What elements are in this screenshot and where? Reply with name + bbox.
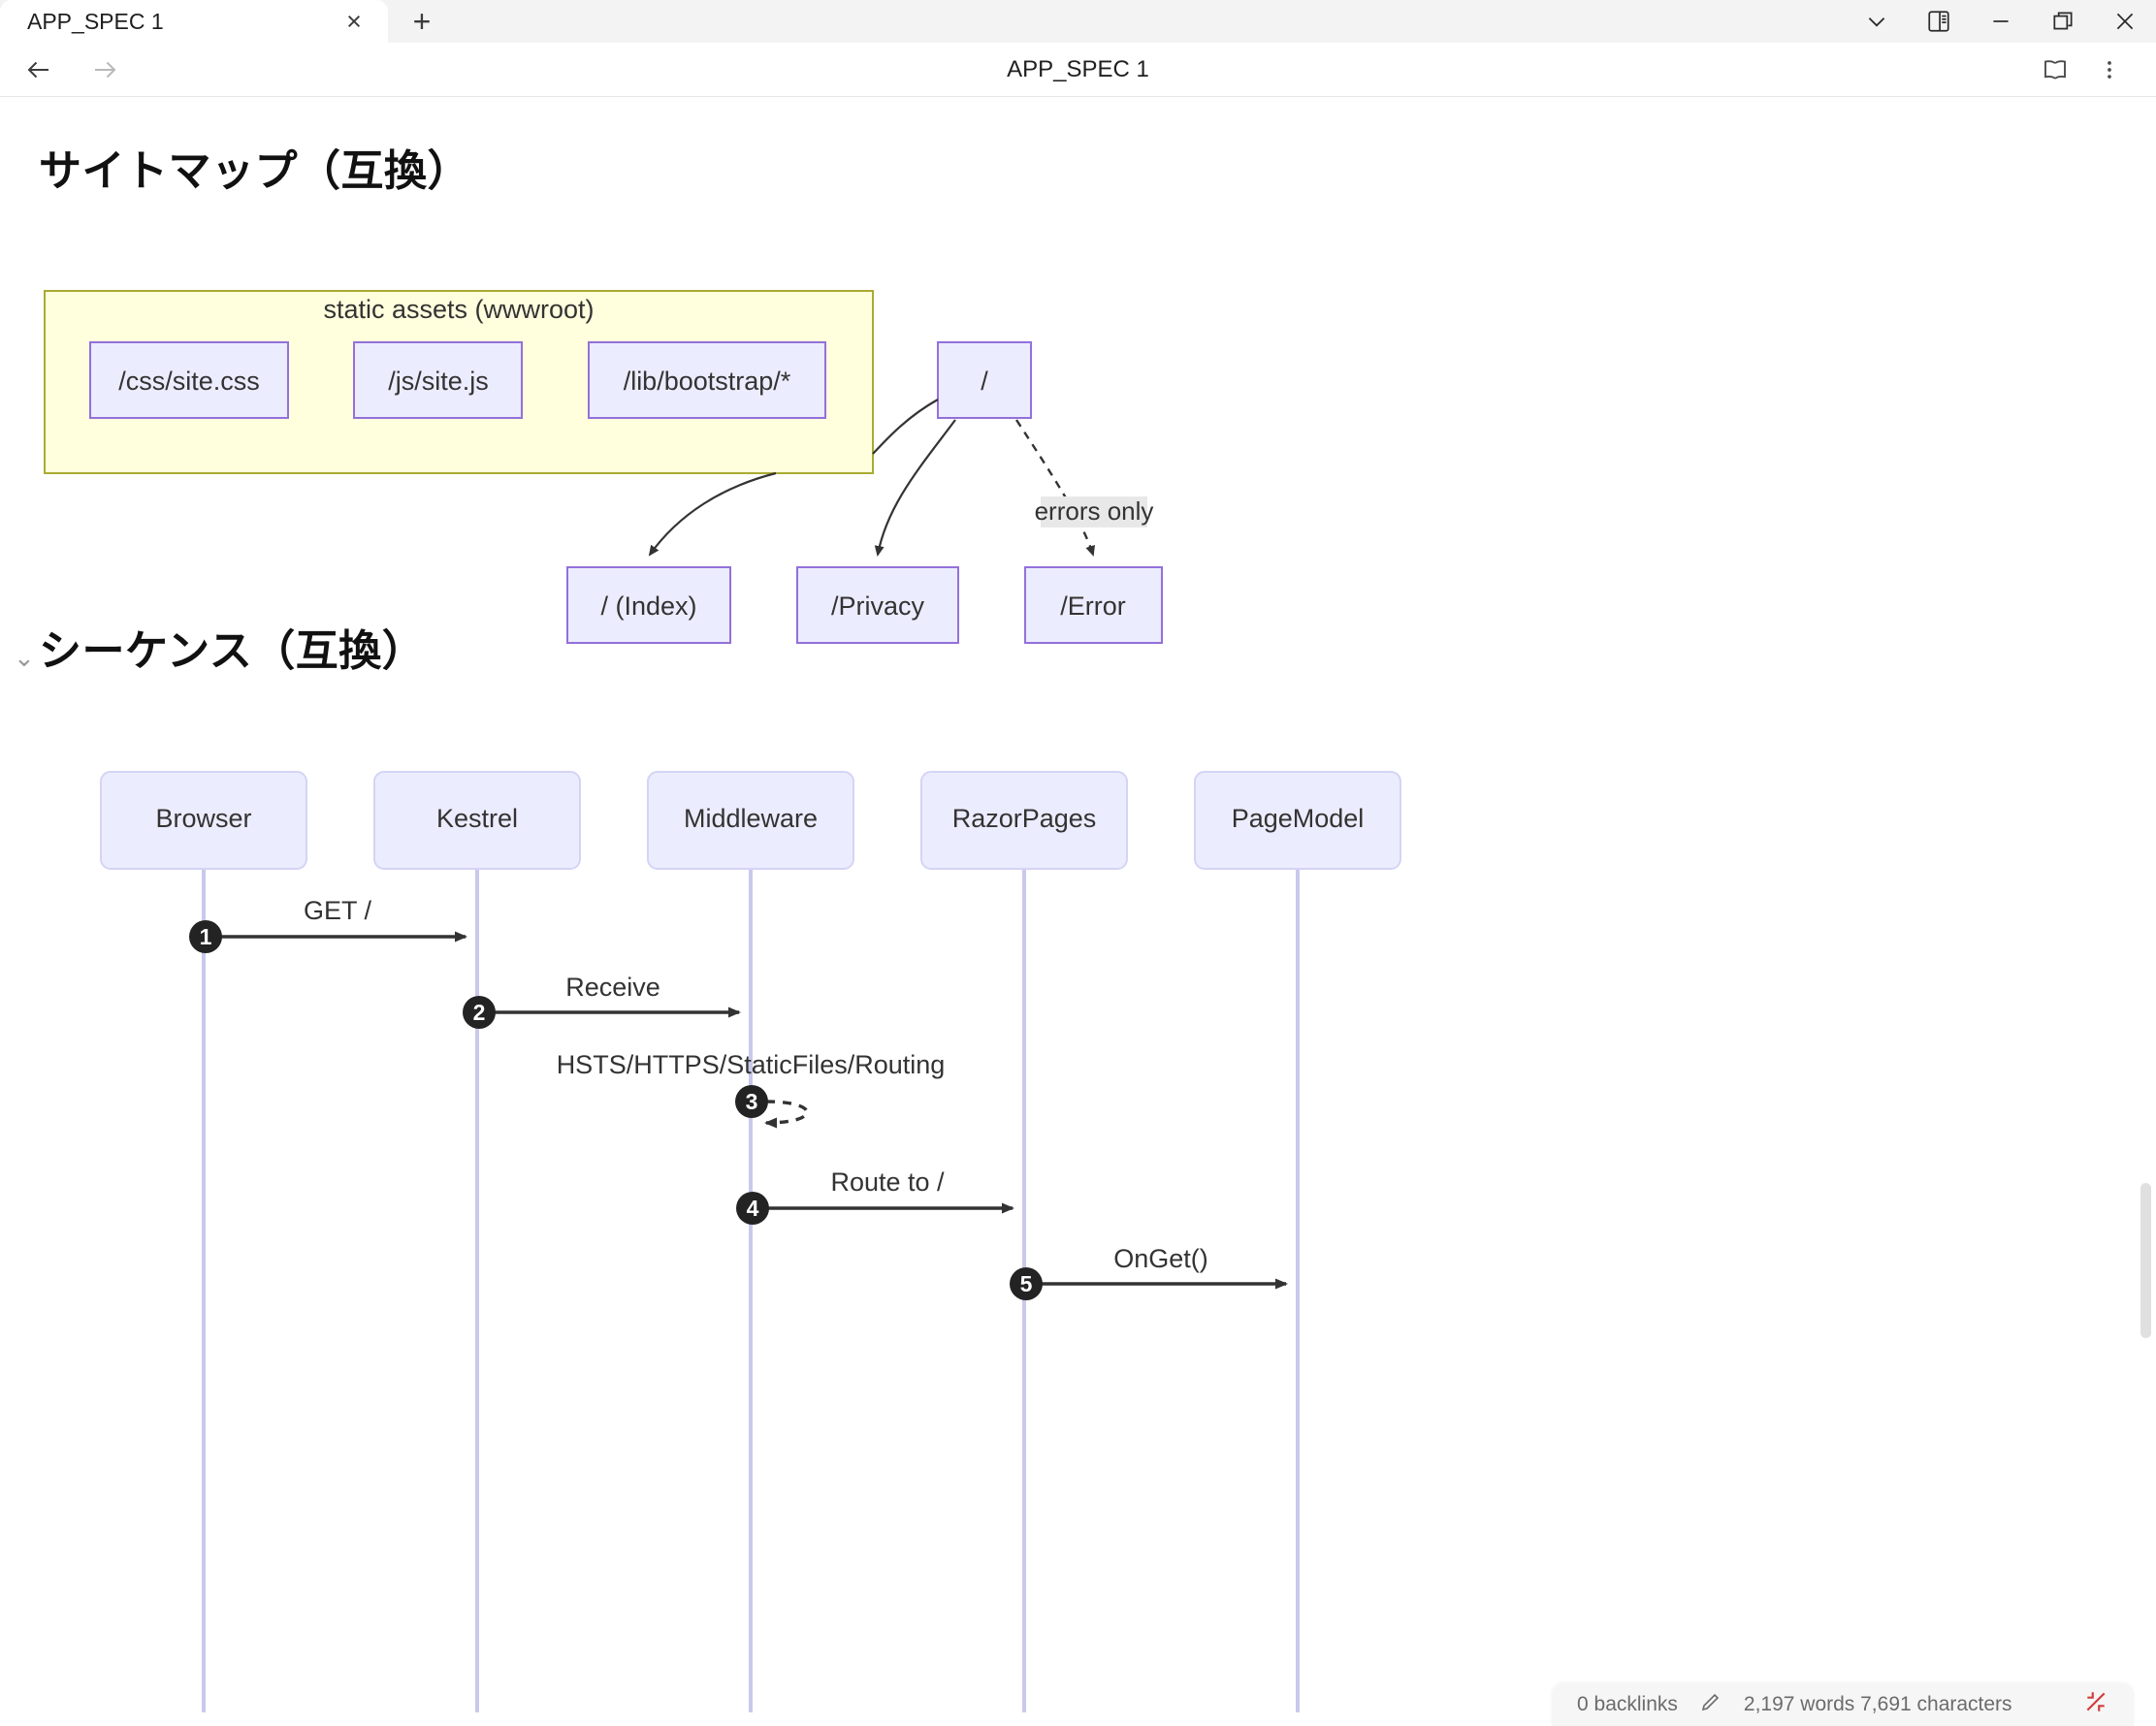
participant-kestrel[interactable] <box>373 771 581 870</box>
node-js-label: /js/site.js <box>388 367 489 396</box>
node-lib-label: /lib/bootstrap/* <box>624 367 791 396</box>
message-5-number: 5 <box>1020 1271 1033 1296</box>
participant-middleware-label: Middleware <box>684 804 818 833</box>
forward-icon[interactable] <box>78 48 132 91</box>
browser-tab[interactable]: APP_SPEC 1 × <box>0 0 388 43</box>
page-title: APP_SPEC 1 <box>1007 55 1149 82</box>
message-2-label: Receive <box>565 973 660 1002</box>
message-5-marker <box>1010 1267 1043 1300</box>
edge-root-to-assets <box>872 399 939 455</box>
status-bar: 0 backlinks 2,197 words 7,691 characters <box>1552 1683 2134 1726</box>
message-1-label: GET / <box>304 896 372 925</box>
node-root[interactable] <box>937 341 1032 419</box>
message-3-arrow <box>764 1100 809 1129</box>
word-character-count[interactable]: 2,197 words 7,691 characters <box>1743 1693 2012 1715</box>
message-4-number: 4 <box>747 1196 759 1221</box>
participant-browser[interactable] <box>100 771 307 870</box>
node-privacy[interactable] <box>796 566 959 644</box>
node-index-label: / (Index) <box>600 591 696 621</box>
edge-label-errors-only: errors only <box>1035 496 1154 526</box>
close-tab-icon[interactable]: × <box>346 6 362 36</box>
message-5-label: OnGet() <box>1113 1244 1208 1273</box>
participant-kestrel-label: Kestrel <box>436 804 518 833</box>
message-3-label: HSTS/HTTPS/StaticFiles/Routing <box>557 1050 946 1079</box>
browser-toolbar: APP_SPEC 1 <box>0 43 2156 97</box>
browser-tab-title: APP_SPEC 1 <box>27 8 164 34</box>
edge-root-to-privacy <box>874 419 956 557</box>
minimize-icon[interactable] <box>1970 0 2032 43</box>
sequence-diagram: Browser Kestrel Middleware RazorPages Pa… <box>100 771 1401 1712</box>
back-icon[interactable] <box>12 48 66 91</box>
node-privacy-label: /Privacy <box>831 591 925 621</box>
new-tab-icon[interactable]: + <box>396 2 448 41</box>
edge-root-to-error <box>1014 419 1095 557</box>
more-options-icon[interactable] <box>2082 48 2137 91</box>
node-css[interactable] <box>89 341 289 419</box>
sync-error-icon[interactable] <box>2083 1689 2108 1721</box>
pencil-icon <box>1699 1690 1722 1719</box>
participant-razorpages-label: RazorPages <box>952 804 1097 833</box>
node-root-label: / <box>981 367 988 396</box>
node-error-label: /Error <box>1060 591 1126 621</box>
participant-razorpages[interactable] <box>920 771 1128 870</box>
window-controls <box>1846 0 2156 43</box>
collapse-sequence-icon[interactable]: ⌄ <box>14 643 35 672</box>
message-3-marker <box>735 1085 768 1118</box>
sequence-heading: シーケンス（互換） <box>39 627 426 675</box>
reading-mode-icon[interactable] <box>2028 48 2082 91</box>
message-4-marker <box>736 1192 769 1225</box>
static-assets-cluster-label: static assets (wwwroot) <box>323 295 594 324</box>
message-2-number: 2 <box>473 1000 486 1025</box>
participant-pagemodel-label: PageModel <box>1232 804 1365 833</box>
message-1-marker <box>189 920 222 953</box>
node-error[interactable] <box>1024 566 1163 644</box>
close-window-icon[interactable] <box>2094 0 2156 43</box>
tab-search-icon[interactable] <box>1846 0 1908 43</box>
node-index[interactable] <box>566 566 731 644</box>
scrollbar-thumb[interactable] <box>2140 1183 2151 1338</box>
browser-tab-bar: APP_SPEC 1 × + <box>0 0 2156 43</box>
message-2-marker <box>463 996 496 1029</box>
backlinks-count[interactable]: 0 backlinks <box>1577 1693 1678 1715</box>
document-content: ⌄ サイトマップ（互換） シーケンス（互換） static assets (ww… <box>0 97 2156 1712</box>
vertical-scrollbar[interactable] <box>2135 97 2156 1712</box>
participant-pagemodel[interactable] <box>1194 771 1401 870</box>
node-css-label: /css/site.css <box>118 367 260 396</box>
split-screen-icon[interactable] <box>1908 0 1970 43</box>
participant-middleware[interactable] <box>647 771 854 870</box>
message-4-label: Route to / <box>830 1167 945 1197</box>
sitemap-diagram: static assets (wwwroot) /css/site.css /j… <box>44 290 1163 644</box>
message-1-number: 1 <box>200 924 212 949</box>
sitemap-heading: サイトマップ（互換） <box>39 147 470 195</box>
toolbar-actions <box>2028 48 2156 91</box>
edge-root-to-index <box>648 471 777 557</box>
node-js[interactable] <box>353 341 523 419</box>
message-3-number: 3 <box>746 1089 758 1114</box>
maximize-icon[interactable] <box>2032 0 2094 43</box>
node-lib[interactable] <box>588 341 826 419</box>
edge-label-errors-only-bg <box>1041 496 1147 527</box>
participant-browser-label: Browser <box>155 804 251 833</box>
